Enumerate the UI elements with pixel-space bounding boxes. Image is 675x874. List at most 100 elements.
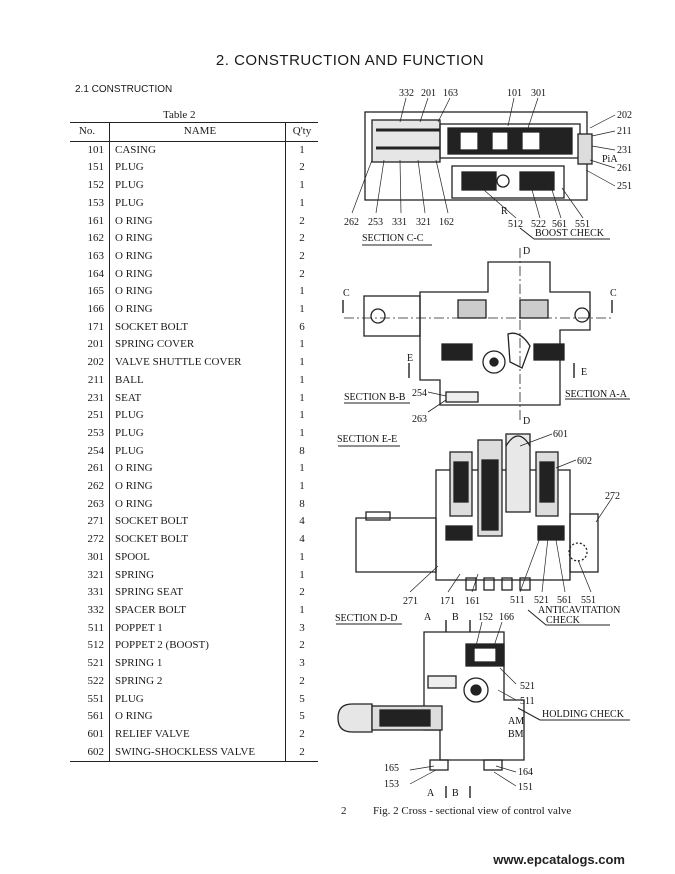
boost-check-label: BOOST CHECK: [535, 228, 605, 239]
part-name-cell: SPRING 1: [109, 655, 286, 673]
part-name-cell: PLUG: [109, 159, 286, 178]
label-332: 332: [399, 88, 414, 99]
part-number-cell: 601: [70, 725, 110, 744]
section-aa-drawing: [363, 261, 591, 406]
part-name-cell: O RING: [109, 495, 286, 514]
part-number-cell: 201: [70, 336, 110, 355]
part-qty-cell: 2: [299, 267, 305, 280]
label-321: 321: [416, 217, 431, 228]
part-qty-cell: 2: [299, 639, 305, 652]
part-qty-cell: 1: [299, 426, 305, 439]
part-qty-cell: 1: [299, 550, 305, 563]
part-qty-cell: 1: [299, 356, 305, 369]
valve-shuttle-cover: [577, 133, 593, 165]
part-number-cell: 151: [70, 159, 110, 178]
figure-caption: Fig. 2 Cross - sectional view of control…: [373, 805, 572, 817]
label-512: 512: [508, 219, 523, 230]
label-251: 251: [617, 181, 632, 192]
part-number-cell: 261: [70, 460, 110, 479]
label-a-top: A: [424, 612, 432, 623]
part-qty-cell: 2: [299, 586, 305, 599]
label-bm: BM: [508, 729, 524, 740]
section-cc-labels: 332 201 163 101 301 202 211 231 PiA 261 …: [344, 88, 632, 244]
part-number-cell: 164: [70, 265, 110, 284]
column-header-qty: Q'ty: [285, 122, 318, 142]
label-164: 164: [518, 767, 533, 778]
part-name-cell: POPPET 2 (BOOST): [109, 637, 286, 656]
part-number-cell: 263: [70, 495, 110, 514]
label-521-dd: 521: [520, 681, 535, 692]
part-name-cell: O RING: [109, 212, 286, 231]
part-number-cell: 211: [70, 371, 110, 390]
part-number-cell: 101: [70, 141, 110, 160]
label-d-bottom: D: [523, 416, 530, 427]
part-number-cell: 511: [70, 619, 110, 638]
label-152: 152: [478, 612, 493, 623]
part-number-cell: 231: [70, 389, 110, 408]
part-name-cell: O RING: [109, 460, 286, 479]
part-qty-cell: 3: [299, 621, 305, 634]
boost-check-block: [451, 165, 565, 199]
part-qty-cell: 1: [299, 285, 305, 298]
part-name-cell: SPRING SEAT: [109, 584, 286, 602]
part-name-cell: SWING-SHOCKLESS VALVE: [109, 743, 286, 763]
label-211: 211: [617, 126, 632, 137]
label-301: 301: [531, 88, 546, 99]
label-511: 511: [510, 595, 525, 606]
label-551: 551: [581, 595, 596, 606]
part-qty-cell: 4: [299, 533, 305, 546]
part-qty-cell: 2: [299, 214, 305, 227]
label-601: 601: [553, 429, 568, 440]
section-ee-leaders: [338, 433, 613, 626]
label-561: 561: [557, 595, 572, 606]
part-name-cell: SPRING: [109, 566, 286, 585]
part-name-cell: O RING: [109, 230, 286, 248]
label-162: 162: [439, 217, 454, 228]
section-aa-title: SECTION A-A: [565, 389, 628, 400]
part-qty-cell: 2: [299, 249, 305, 262]
part-number-cell: 153: [70, 194, 110, 213]
table-caption: Table 2: [163, 109, 196, 121]
part-qty-cell: 2: [299, 232, 305, 245]
part-name-cell: O RING: [109, 708, 286, 726]
section-cc-drawing: [364, 111, 593, 201]
label-551: 551: [575, 219, 590, 230]
label-151: 151: [518, 782, 533, 793]
part-number-cell: 202: [70, 354, 110, 372]
side-port-block-aa: [363, 295, 421, 337]
side-block-ee: [355, 517, 437, 573]
label-331: 331: [392, 217, 407, 228]
part-qty-cell: 1: [299, 196, 305, 209]
label-201: 201: [421, 88, 436, 99]
part-qty-cell: 1: [299, 303, 305, 316]
label-e-left: E: [407, 353, 413, 364]
part-name-cell: POPPET 1: [109, 619, 286, 638]
label-202: 202: [617, 110, 632, 121]
label-231: 231: [617, 145, 632, 156]
part-name-cell: PLUG: [109, 177, 286, 195]
label-pia: PiA: [602, 154, 618, 165]
page-number: 2: [341, 805, 347, 817]
label-254: 254: [412, 388, 427, 399]
label-b-bottom: B: [452, 788, 459, 799]
part-qty-cell: 1: [299, 603, 305, 616]
part-qty-cell: 1: [299, 568, 305, 581]
part-name-cell: SOCKET BOLT: [109, 318, 286, 337]
part-number-cell: 301: [70, 548, 110, 567]
